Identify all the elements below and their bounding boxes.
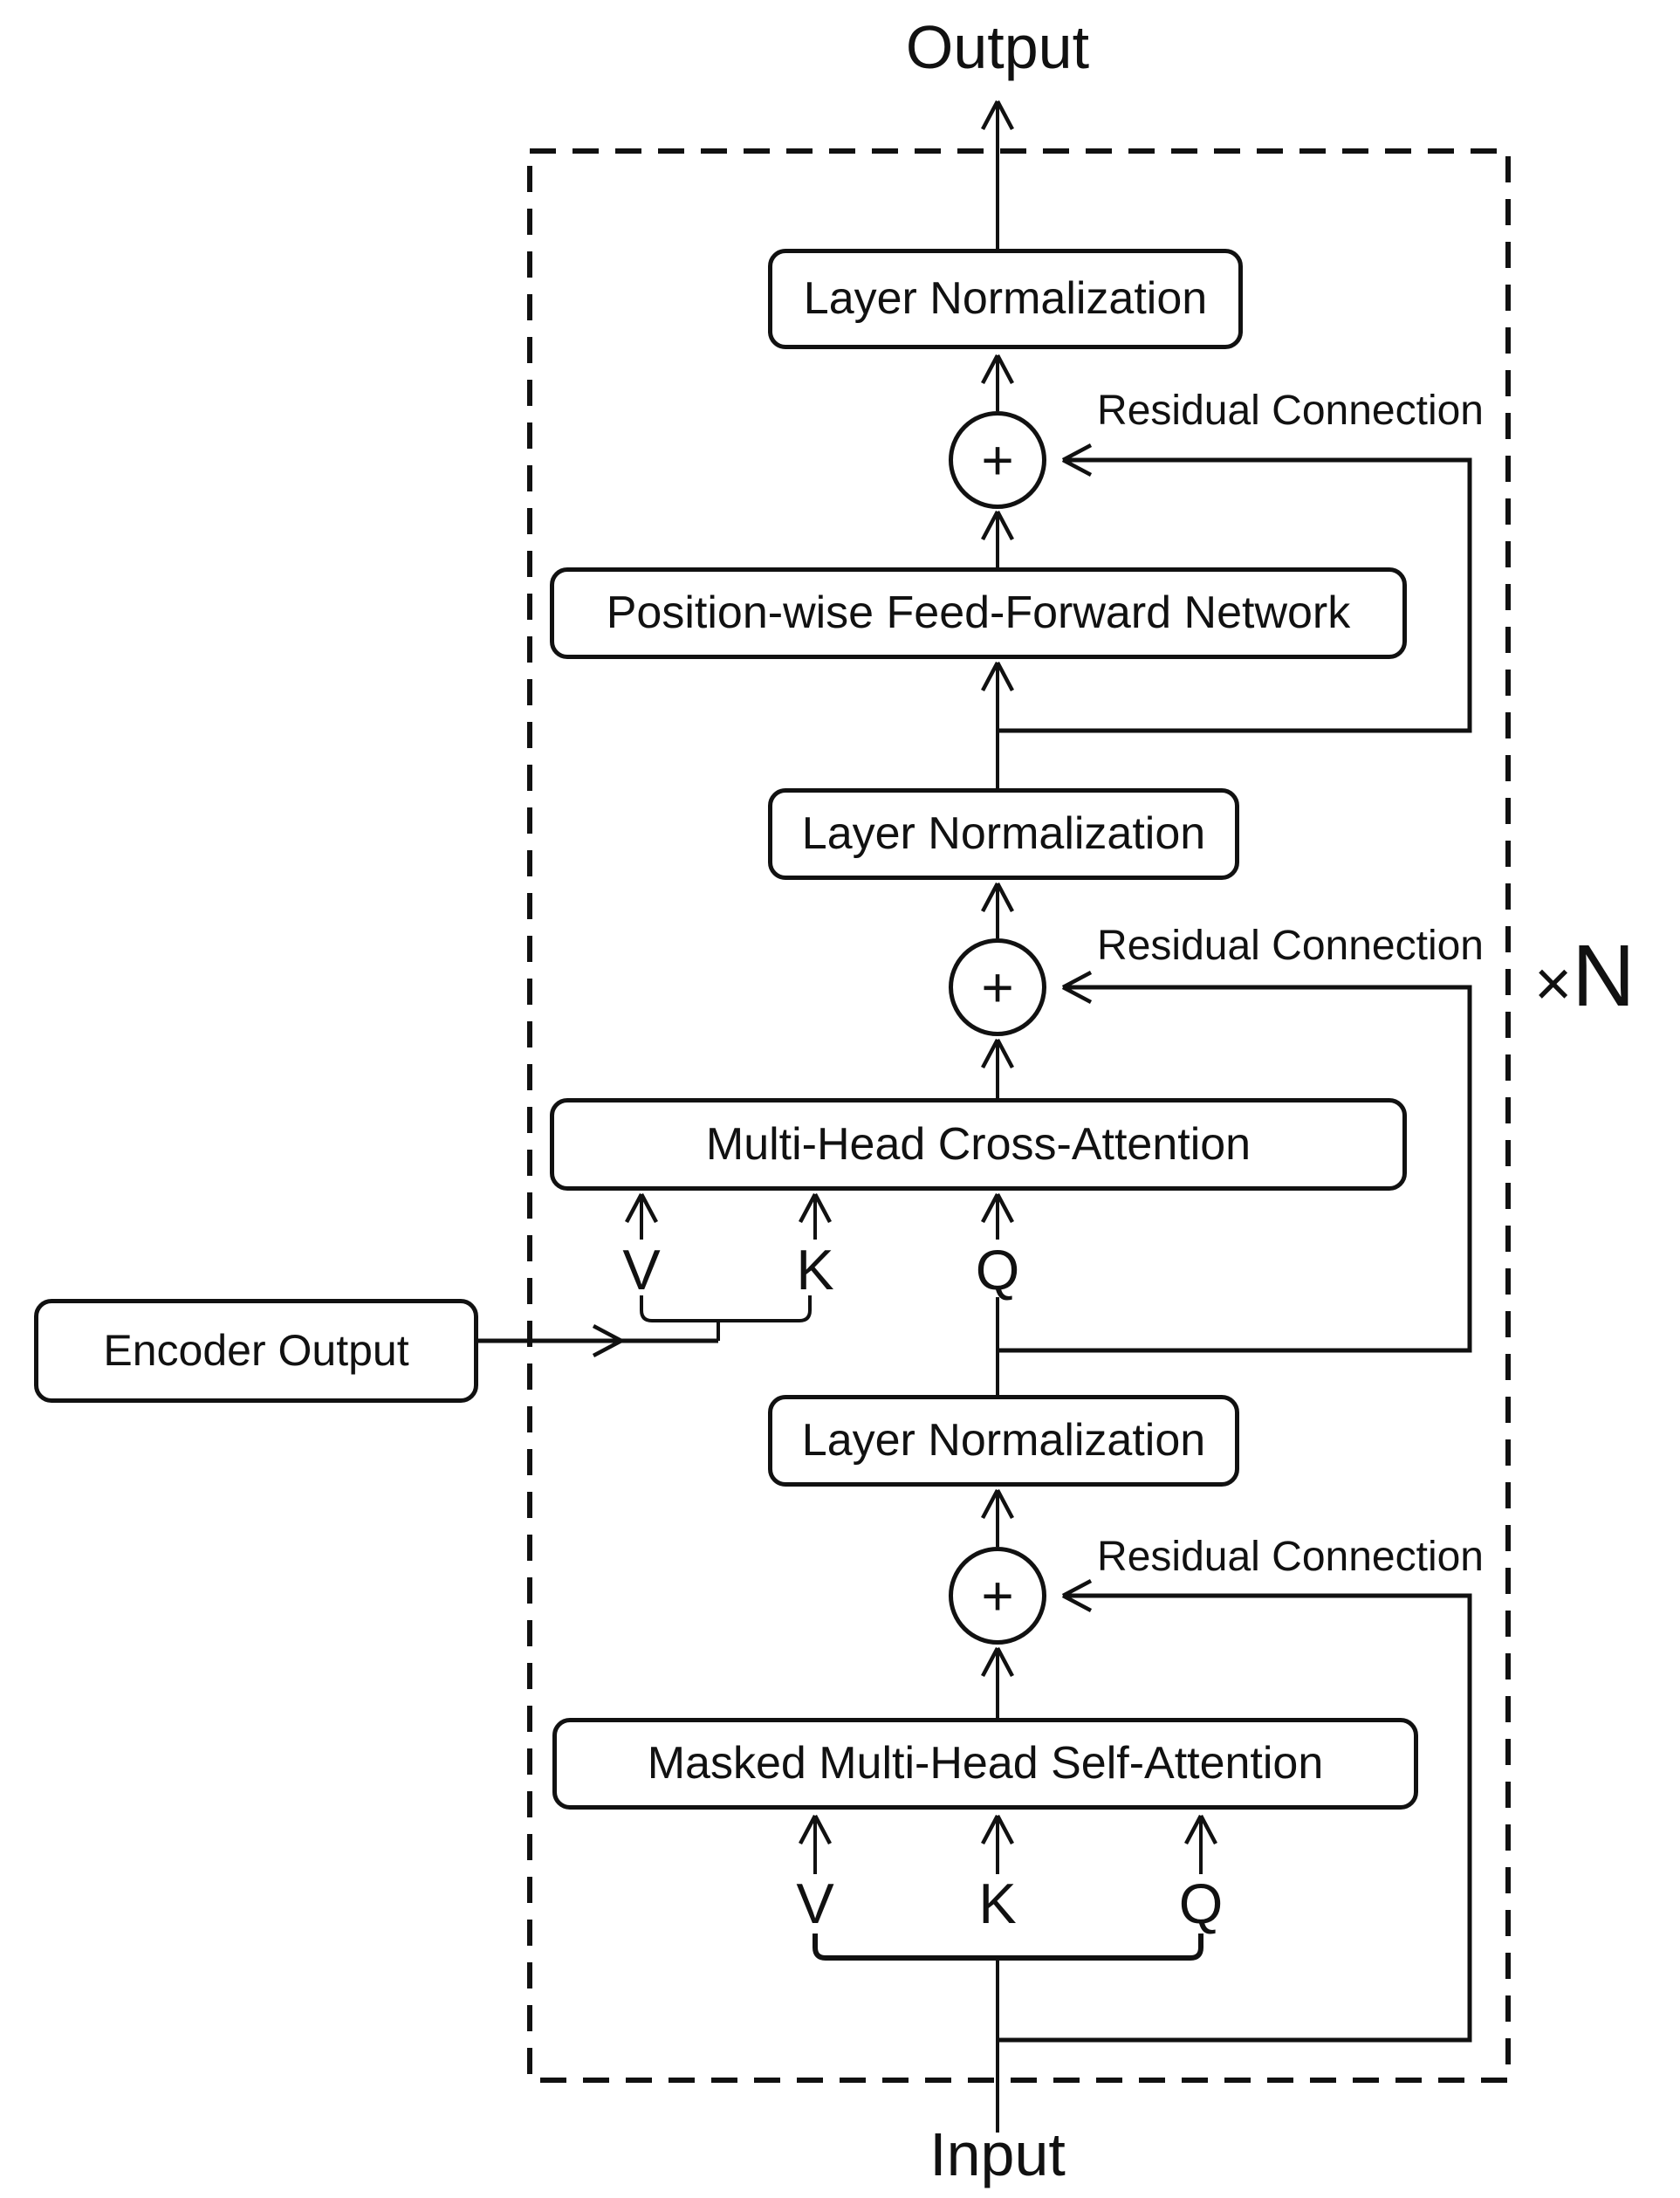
residual-connection-label-low: Residual Connection: [1097, 1534, 1484, 1580]
input-label: Input: [929, 2120, 1066, 2188]
masked-value-label: V: [796, 1872, 834, 1935]
cross-query-label: Q: [975, 1238, 1020, 1302]
cross-value-label: V: [622, 1238, 661, 1302]
cross-key-label: K: [796, 1238, 834, 1302]
plus-icon: +: [981, 429, 1014, 491]
block-cross-attention: Multi-Head Cross-Attention: [550, 1098, 1407, 1191]
vk-bracket: [640, 1295, 812, 1322]
residual-path-1: [998, 457, 1472, 733]
block-layer-norm-low-label: Layer Normalization: [801, 1415, 1206, 1466]
cross-k-arrowhead: [799, 1192, 832, 1224]
block-layer-norm-low: Layer Normalization: [768, 1395, 1239, 1487]
add1-arrowhead: [981, 510, 1014, 541]
masked-v-arrowhead: [799, 1814, 832, 1845]
add2-arrowhead: [981, 1038, 1014, 1069]
masked-key-label: K: [978, 1872, 1017, 1935]
qkv-bracket: [813, 1934, 1203, 1961]
plus-icon: +: [981, 956, 1014, 1019]
block-encoder-output: Encoder Output: [34, 1299, 478, 1403]
add-node-top: +: [949, 411, 1046, 509]
add-node-low: +: [949, 1547, 1046, 1645]
multiply-icon: ×: [1534, 947, 1573, 1020]
block-cross-attention-label: Multi-Head Cross-Attention: [705, 1118, 1251, 1170]
block-encoder-output-label: Encoder Output: [103, 1326, 409, 1376]
repeat-block-dashed-border: [527, 148, 1511, 2083]
output-label: Output: [905, 13, 1090, 81]
ln2-arrowhead: [981, 882, 1014, 913]
cross-v-arrowhead: [625, 1192, 658, 1224]
residual-connection-label-mid: Residual Connection: [1097, 923, 1484, 969]
residual-arrowhead-3: [1061, 1579, 1093, 1612]
block-feed-forward: Position-wise Feed-Forward Network: [550, 567, 1407, 659]
block-layer-norm-mid-label: Layer Normalization: [801, 808, 1206, 860]
repeat-count: N: [1572, 927, 1635, 1025]
block-layer-norm-top: Layer Normalization: [768, 249, 1243, 349]
masked-q-arrowhead: [1184, 1814, 1217, 1845]
ln1-arrowhead: [981, 354, 1014, 385]
block-feed-forward-label: Position-wise Feed-Forward Network: [606, 587, 1351, 639]
ffn-arrowhead: [981, 661, 1014, 692]
residual-arrowhead-2: [1061, 971, 1093, 1004]
masked-query-label: Q: [1178, 1872, 1224, 1935]
masked-k-arrowhead: [981, 1814, 1014, 1845]
residual-path-3: [998, 1593, 1472, 2043]
residual-arrowhead-1: [1061, 443, 1093, 477]
output-arrowhead: [981, 100, 1014, 131]
block-masked-attention: Masked Multi-Head Self-Attention: [552, 1718, 1418, 1810]
cross-q-arrowhead: [981, 1192, 1014, 1224]
block-layer-norm-mid: Layer Normalization: [768, 788, 1239, 880]
repeat-n-times-label: ×N: [1534, 932, 1635, 1020]
add3-arrowhead: [981, 1646, 1014, 1678]
add-node-mid: +: [949, 938, 1046, 1036]
plus-icon: +: [981, 1564, 1014, 1627]
residual-path-2: [998, 985, 1472, 1353]
block-masked-attention-label: Masked Multi-Head Self-Attention: [647, 1738, 1324, 1789]
block-layer-norm-top-label: Layer Normalization: [803, 273, 1208, 325]
encoder-output-arrowhead: [592, 1324, 623, 1357]
ln3-arrowhead: [981, 1488, 1014, 1520]
residual-connection-label-top: Residual Connection: [1097, 388, 1484, 434]
